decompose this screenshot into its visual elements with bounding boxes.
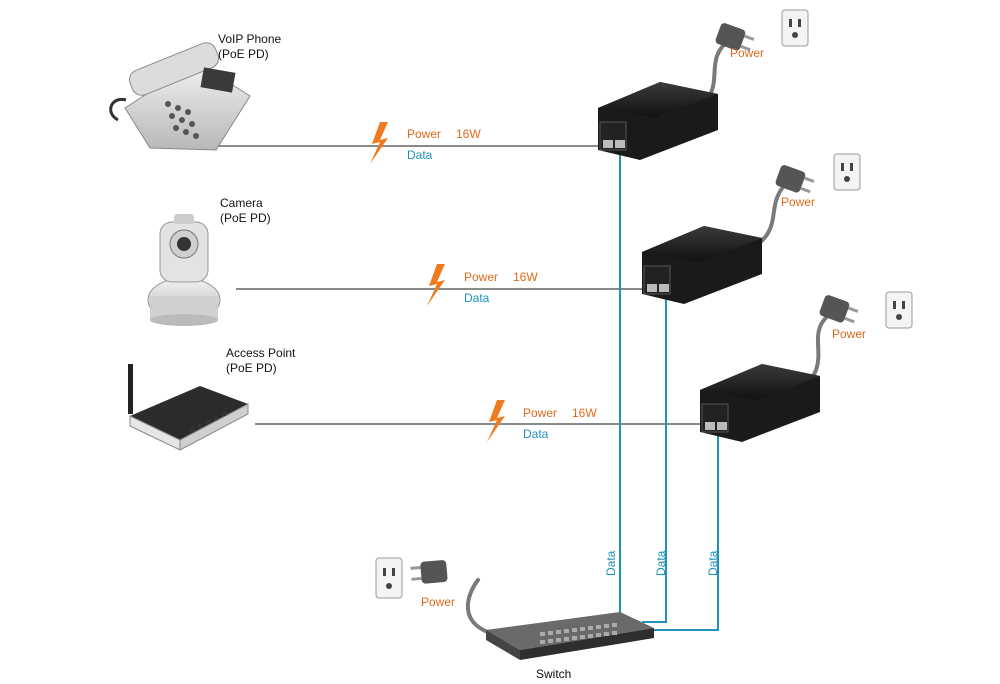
device-cables [218, 145, 712, 425]
row1-power-label: Power [407, 127, 442, 141]
poe-injector-3 [700, 364, 820, 442]
switch-power-label: Power [421, 595, 456, 609]
row3-watts-label: 16W [572, 406, 597, 420]
access-point-name: Access Point [226, 346, 296, 360]
outlet-icons [375, 9, 913, 599]
outlet-icon [885, 291, 913, 329]
row3-power-label: Power [523, 406, 558, 420]
poe-injector-2 [642, 226, 762, 304]
voip-phone-label: VoIP Phone (PoE PD) [218, 32, 281, 62]
outlet-icon [833, 153, 861, 191]
plug-icons [410, 23, 859, 584]
row2-watts-label: 16W [513, 270, 538, 284]
row1-watts-label: 16W [456, 127, 481, 141]
row1-data-label: Data [407, 148, 433, 162]
switch-label: Switch [536, 667, 572, 681]
access-point-role: (PoE PD) [226, 361, 277, 375]
plug-icon [775, 165, 815, 194]
voip-phone-role: (PoE PD) [218, 47, 269, 61]
poe-injector-1 [598, 82, 718, 160]
lightning-icons [370, 122, 505, 442]
row2-data-label: Data [464, 291, 490, 305]
plug-icon [715, 23, 755, 52]
voip-phone-image [109, 42, 251, 151]
outlet-icon [375, 557, 403, 599]
uplink2-data-label: Data [654, 550, 668, 576]
lightning-icon [487, 400, 505, 442]
uplink3-data-label: Data [706, 550, 720, 576]
voip-phone-name: VoIP Phone [218, 32, 282, 46]
access-point-image [128, 364, 249, 451]
plug-icon [410, 560, 448, 584]
row2-power-label: Power [464, 270, 499, 284]
outlet-icon [781, 9, 809, 47]
camera-label: Camera (PoE PD) [220, 196, 271, 226]
lightning-icon [427, 264, 445, 306]
access-point-label: Access Point (PoE PD) [226, 346, 295, 376]
uplink1-data-label: Data [604, 550, 618, 576]
injector3-power-label: Power [832, 327, 867, 341]
lightning-icon [370, 122, 388, 164]
camera-image [147, 214, 221, 326]
injector2-power-label: Power [781, 195, 816, 209]
injector1-power-label: Power [730, 46, 765, 60]
camera-role: (PoE PD) [220, 211, 271, 225]
network-switch-image [486, 612, 654, 660]
camera-name: Camera [220, 196, 263, 210]
row3-data-label: Data [523, 427, 549, 441]
plug-icon [819, 295, 859, 324]
